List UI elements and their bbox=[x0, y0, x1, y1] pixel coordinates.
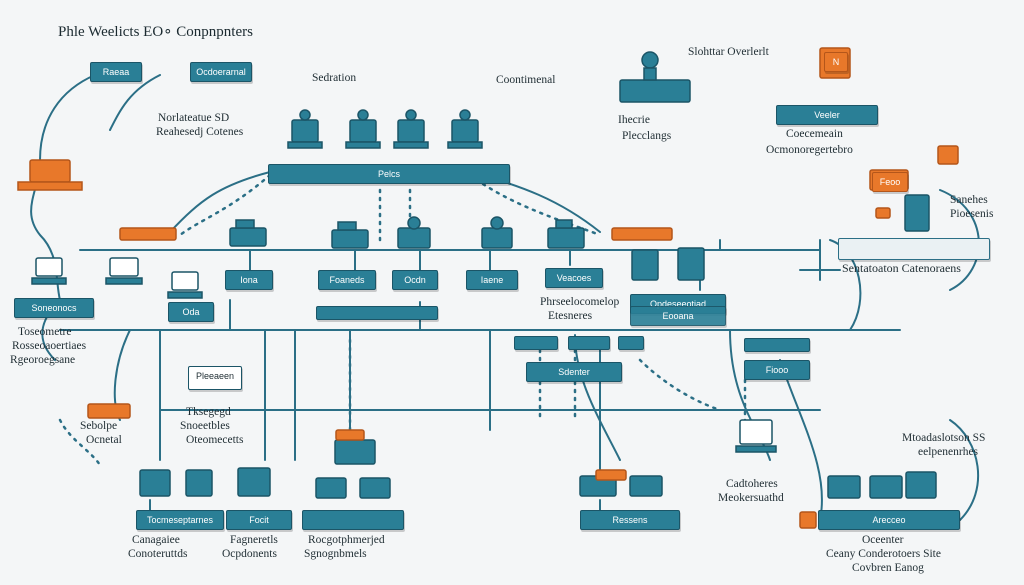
bottom-lbl-1: Canagaiee bbox=[132, 534, 180, 546]
metadation-1: Mtoadaslotson SS bbox=[902, 432, 986, 444]
center-band-b-left bbox=[514, 336, 558, 350]
page-title: Phle Weelicts EO∘ Conpnpnters bbox=[58, 24, 253, 40]
pheseelonelo-label: Phrseelocomelop bbox=[540, 296, 620, 308]
top-left-box-a: Raeaa bbox=[90, 62, 142, 82]
bottom-box-1: Tocmeseptarnes bbox=[136, 510, 224, 530]
sedration-label: Sedration bbox=[312, 72, 357, 84]
mid-box-1: Iona bbox=[225, 270, 273, 290]
ocnetal-label: Ocnetal bbox=[86, 434, 122, 446]
bottom-lbl-4: Ocpdonents bbox=[222, 548, 277, 560]
central-bar: Pelcs bbox=[268, 164, 510, 184]
eooana-box: Eooana bbox=[630, 306, 726, 326]
sdenlpe-label: Sebolpe bbox=[80, 420, 118, 432]
toseometre-2: Rosseoaoertiaes bbox=[12, 340, 87, 352]
plecclangs-label: Plecclangs bbox=[622, 130, 672, 142]
top-right-header: Slohttar Overlerlt bbox=[688, 46, 769, 58]
etesneres-label: Etesneres bbox=[548, 310, 593, 322]
cadtores-1: Cadtoheres bbox=[726, 478, 778, 490]
small-box-n: N bbox=[824, 52, 848, 72]
toseometre-3: Rgeoroegsane bbox=[10, 354, 76, 366]
coontimental-label: Coontimenal bbox=[496, 74, 556, 86]
metadation-2: eelpenenrhes bbox=[918, 446, 979, 458]
center-band-a bbox=[316, 306, 438, 320]
left-box-s: Soneonocs bbox=[14, 298, 94, 318]
bottom-box-4: Ressens bbox=[580, 510, 680, 530]
sentatoaton-label: Sentatoaton Catenoraens bbox=[842, 261, 961, 275]
bottom-lbl-6: Sgnognbmels bbox=[304, 548, 367, 560]
bottom-box-3 bbox=[302, 510, 404, 530]
ocmonore-label: Ocmonoregertebro bbox=[766, 144, 853, 156]
toseometre-1: Toseometre bbox=[18, 326, 72, 338]
mid-box-3: Ocdn bbox=[392, 270, 438, 290]
mid-box-5: Veacoes bbox=[545, 268, 603, 288]
center-band-b-mid bbox=[568, 336, 610, 350]
mid-box-4: Iaene bbox=[466, 270, 518, 290]
bottom-right-3: Covbren Eanog bbox=[852, 562, 924, 574]
bottom-box-2: Focit bbox=[226, 510, 292, 530]
foco-box: Feoo bbox=[872, 172, 908, 192]
center-band-b-box: Fiooo bbox=[744, 360, 810, 380]
center-band-a-box: Pleeaeen bbox=[188, 366, 242, 390]
coecemeain-label: Coecemeain bbox=[786, 128, 843, 140]
top-notes-1: Norlateatue SD bbox=[158, 112, 230, 124]
tksegeed-1: Tksegegd bbox=[186, 406, 231, 418]
bottom-right-1: Oceenter bbox=[862, 534, 904, 546]
mid-box-2: Foaneds bbox=[318, 270, 376, 290]
pioesenis-label: Pioesenis bbox=[950, 208, 994, 220]
top-left-box-b: Ocdoerarnal bbox=[190, 62, 252, 82]
bottom-box-5: Arecceo bbox=[818, 510, 960, 530]
tksegeed-2: Snoeetbles bbox=[180, 420, 230, 432]
veeler-box: Veeler bbox=[776, 105, 878, 125]
bottom-lbl-2: Conoteruttds bbox=[128, 548, 188, 560]
right-band bbox=[744, 338, 810, 352]
sanehes-label: Sanehes bbox=[950, 194, 988, 206]
tksegeed-3: Oteomecetts bbox=[186, 434, 244, 446]
sdenter-box: Sdenter bbox=[526, 362, 622, 382]
cadtores-2: Meokersuathd bbox=[718, 492, 784, 504]
oda-box: Oda bbox=[168, 302, 214, 322]
ihecrie-label: Ihecrie bbox=[618, 114, 650, 126]
center-band-b-right bbox=[618, 336, 644, 350]
bottom-lbl-5: Rocgotphmerjed bbox=[308, 534, 385, 546]
bottom-right-2: Ceany Conderotoers Site bbox=[826, 548, 941, 560]
sentatoaton-bar bbox=[838, 238, 990, 260]
top-notes-2: Reahesedj Cotenes bbox=[156, 126, 244, 138]
bottom-lbl-3: Fagneretls bbox=[230, 534, 278, 546]
